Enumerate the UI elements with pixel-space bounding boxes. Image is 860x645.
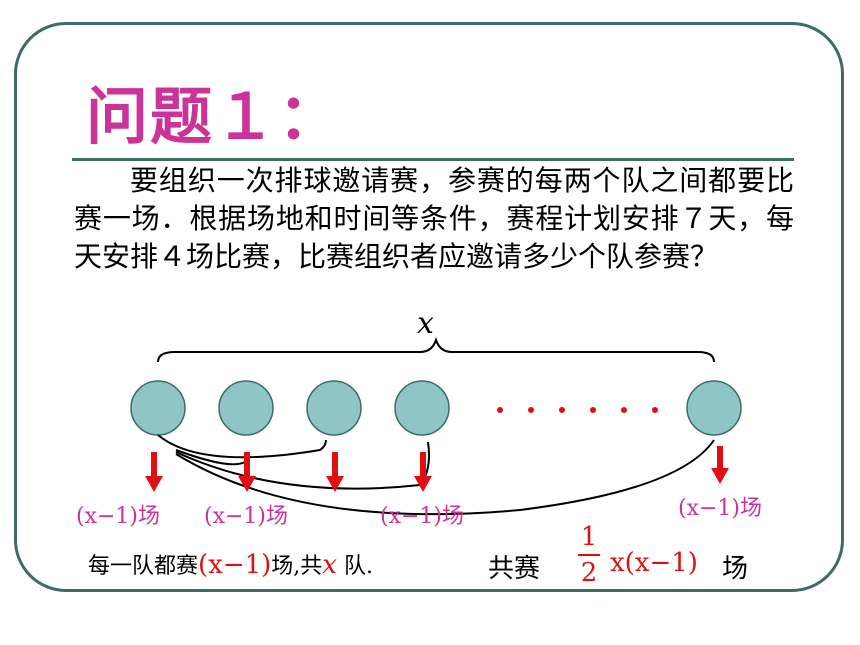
slide-title: 问题１：	[86, 80, 343, 153]
problem-text: 要组织一次排球邀请赛，参赛的每两个队之间都要比赛一场．根据场地和时间等条件，赛程…	[74, 164, 794, 273]
title-divider	[72, 158, 794, 161]
arrow-label: (x−1)场	[678, 496, 763, 521]
summary-line: 每一队都赛(x−1)场,共x 队.	[88, 550, 373, 580]
team-circle	[686, 380, 742, 436]
arrow-label: (x−1)场	[380, 504, 465, 529]
match-curves	[157, 434, 715, 516]
arrow-label: (x−1)场	[76, 504, 161, 529]
brace-variable-label: x	[417, 306, 434, 341]
slide-frame	[14, 22, 844, 592]
down-arrows	[145, 446, 729, 492]
curly-brace	[157, 336, 715, 363]
fraction-half: 1 2	[578, 522, 600, 588]
team-circle	[218, 380, 274, 436]
total-label: 共赛	[488, 554, 541, 584]
total-unit: 场	[722, 554, 749, 584]
team-circle	[130, 380, 186, 436]
ellipsis-dots	[497, 407, 658, 413]
team-circle	[306, 380, 362, 436]
team-circle	[394, 380, 450, 436]
arrow-label: (x−1)场	[204, 504, 289, 529]
total-expression: x(x−1)	[610, 548, 698, 578]
